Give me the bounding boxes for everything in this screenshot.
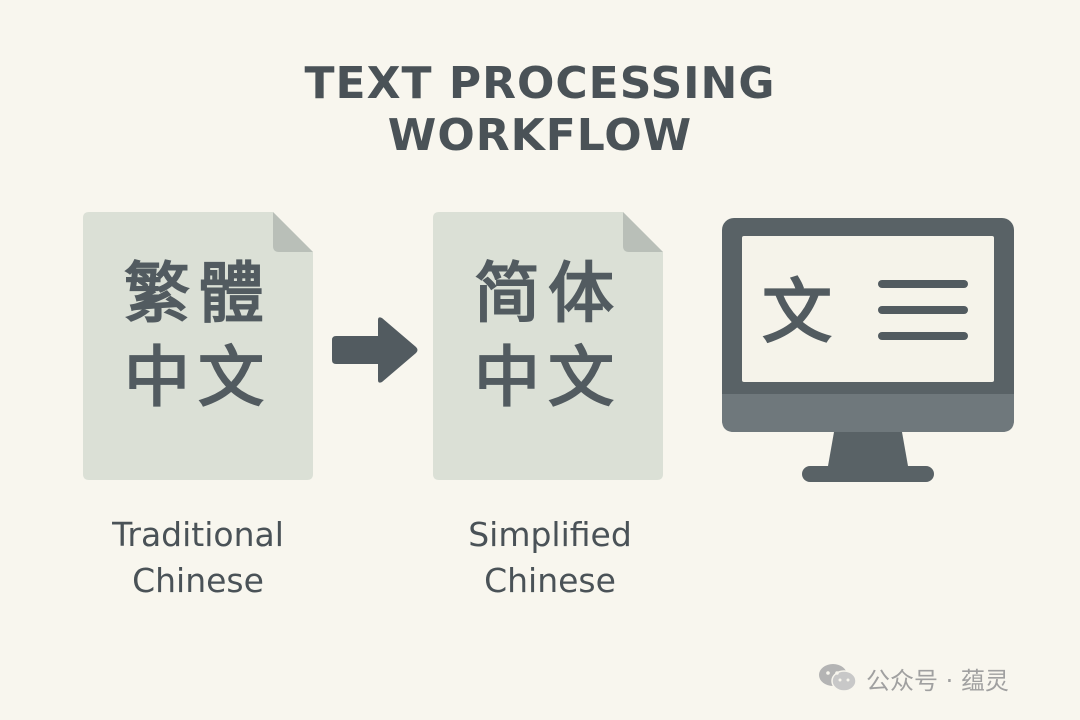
caption-line-1: Traditional [112, 515, 284, 554]
document-text-line-2: 中文 [124, 339, 272, 416]
document-sheet-icon [433, 212, 663, 480]
watermark-text: 公众号 · 蕴灵 [866, 666, 1009, 695]
traditional-chinese-caption: Traditional Chinese [48, 512, 348, 604]
document-text-line-1: 繁體 [124, 255, 272, 332]
arrow-right-icon [332, 317, 418, 383]
simplified-chinese-document: 简体 中文 [433, 212, 663, 480]
diagram-title: TEXT PROCESSING WORKFLOW [0, 58, 1080, 162]
document-text: 繁體 中文 [83, 252, 293, 420]
caption-line-1: Simplified [468, 515, 632, 554]
title-line-2: WORKFLOW [387, 110, 693, 161]
watermark: 公众号 · 蕴灵 [818, 660, 1009, 696]
wechat-icon [819, 664, 857, 692]
document-text: 简体 中文 [433, 252, 643, 420]
caption-line-2: Chinese [132, 561, 264, 600]
caption-line-2: Chinese [484, 561, 616, 600]
document-sheet-icon [83, 212, 313, 480]
simplified-chinese-caption: Simplified Chinese [400, 512, 700, 604]
document-text-line-1: 简体 [474, 255, 622, 332]
traditional-chinese-document: 繁體 中文 [83, 212, 313, 480]
screen-character: 文 [762, 271, 832, 353]
document-text-line-2: 中文 [474, 339, 622, 416]
title-line-1: TEXT PROCESSING [304, 58, 776, 109]
computer-monitor-icon [722, 218, 1014, 482]
